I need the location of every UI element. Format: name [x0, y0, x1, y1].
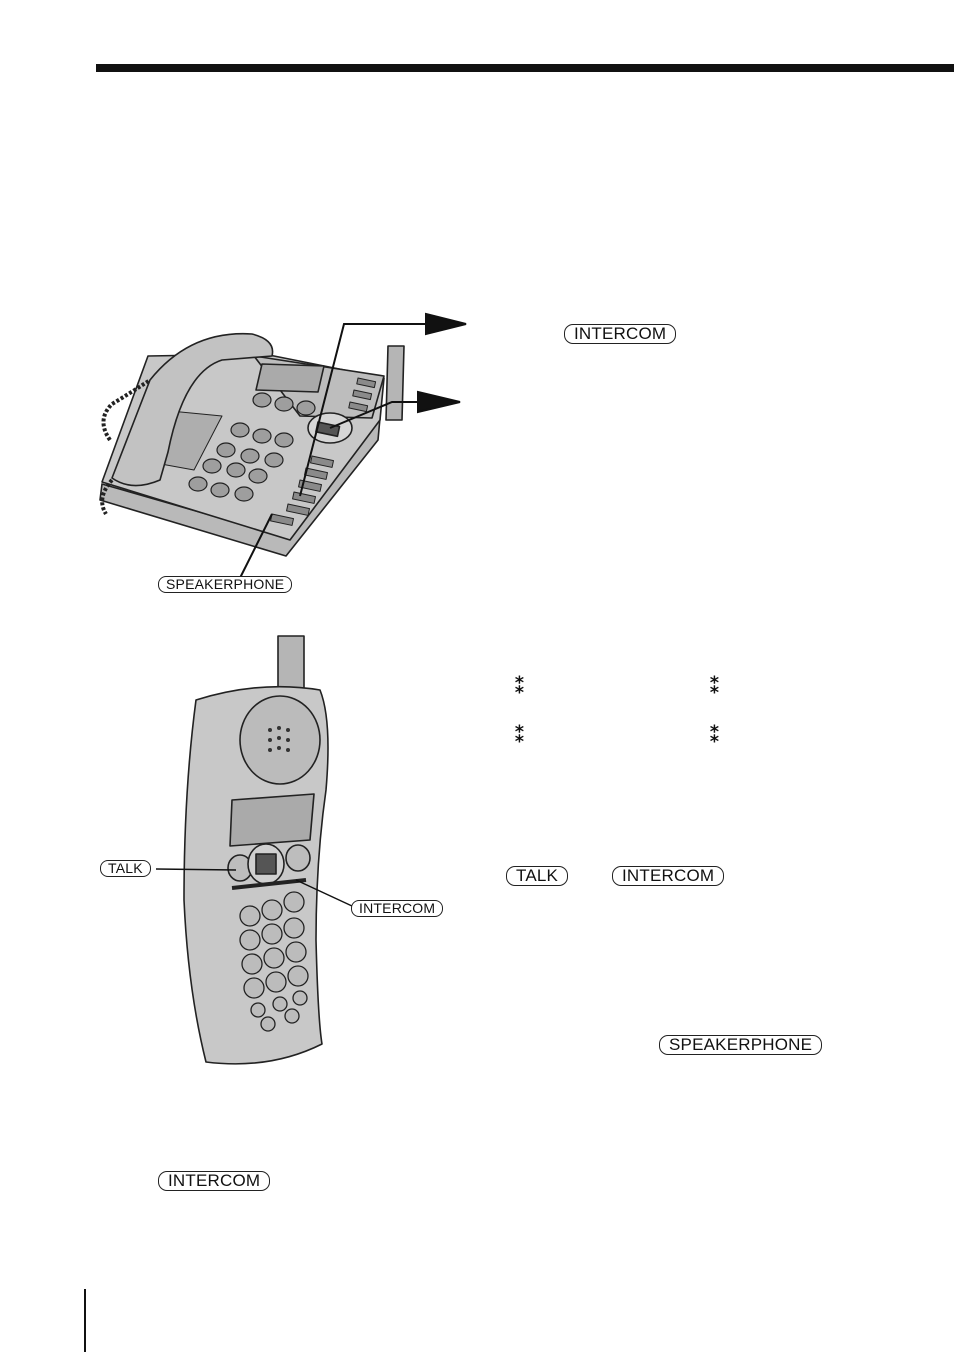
- indicator-1b: ⁑: [709, 674, 721, 699]
- indicator-1a: ⁑: [514, 674, 526, 699]
- margin-rule: [84, 1289, 86, 1352]
- talk-callout: TALK: [100, 860, 151, 877]
- speakerphone-callout: SPEAKERPHONE: [158, 576, 293, 593]
- handset-illustration: [155, 635, 353, 1065]
- header-rule: [96, 64, 954, 72]
- talk-key: TALK: [506, 866, 569, 886]
- base-phone-illustration: [99, 332, 405, 557]
- intercom-callout: INTERCOM: [351, 900, 444, 917]
- indicator-2b: ⁑: [709, 723, 721, 748]
- intercom-key-1: INTERCOM: [564, 324, 677, 344]
- callout-arrows: [239, 312, 467, 579]
- speakerphone-key: SPEAKERPHONE: [659, 1035, 823, 1055]
- indicator-2a: ⁑: [514, 723, 526, 748]
- intercom-key-2: INTERCOM: [612, 866, 725, 886]
- intercom-key-3: INTERCOM: [158, 1171, 271, 1191]
